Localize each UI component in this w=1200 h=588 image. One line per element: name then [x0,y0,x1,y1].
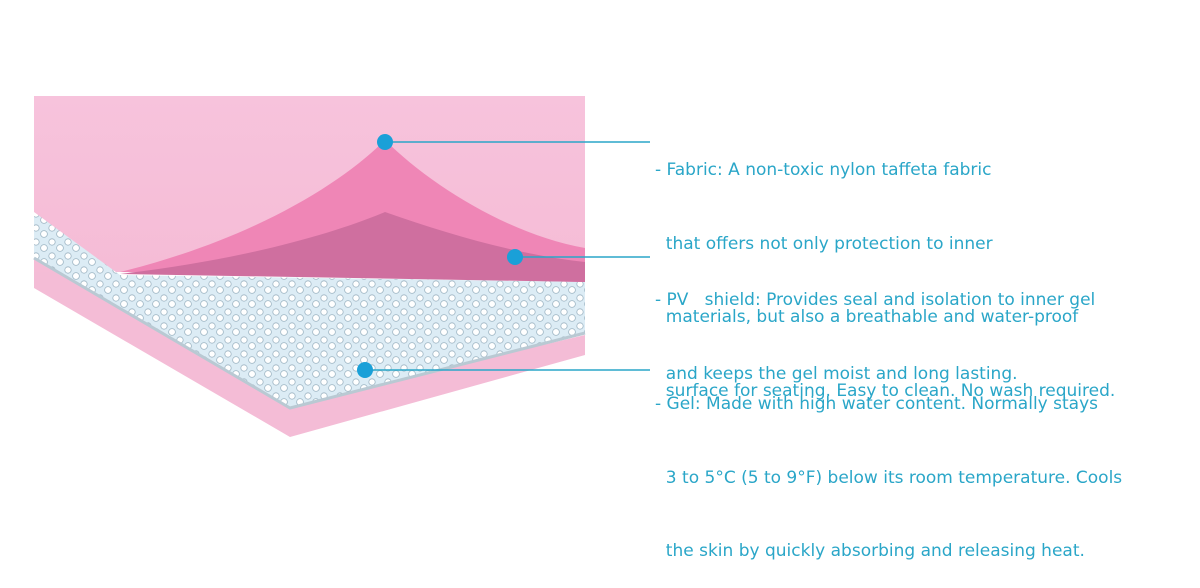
fabric-description-line: - Fabric: A non-toxic nylon taffeta fabr… [655,160,992,180]
gel-marker-icon [357,362,373,378]
fabric-description-line: that offers not only protection to inner [655,233,993,254]
pv-shield-layer [120,212,585,282]
pv-shield-description: - PV shield: Provides seal and isolation… [655,239,1095,411]
gel-layer [34,212,585,408]
bottom-layer [34,250,585,437]
gel-layer-edge [33,256,586,410]
gel-description-line: 3 to 5°C (5 to 9°F) below its room tempe… [655,467,1123,488]
gel-description-line: - Gel: Made with high water content. Nor… [655,394,1098,414]
pv-shield-description-line: - PV shield: Provides seal and isolation… [655,290,1096,310]
pv-shield-description-line: and keeps the gel moist and long lasting… [655,363,1018,384]
pv-shield-marker-icon [507,249,523,265]
fabric-marker-icon [377,134,393,150]
fabric-description-line: surface for seating. Easy to clean. No w… [655,380,1116,401]
gel-description-line: the skin by quickly absorbing and releas… [655,541,1085,561]
layer-diagram [33,96,650,437]
gel-description: - Gel: Made with high water content. Nor… [655,343,1122,588]
fabric-description: - Fabric: A non-toxic nylon taffeta fabr… [655,109,1115,428]
fabric-description-line: materials, but also a breathable and wat… [655,307,1079,327]
